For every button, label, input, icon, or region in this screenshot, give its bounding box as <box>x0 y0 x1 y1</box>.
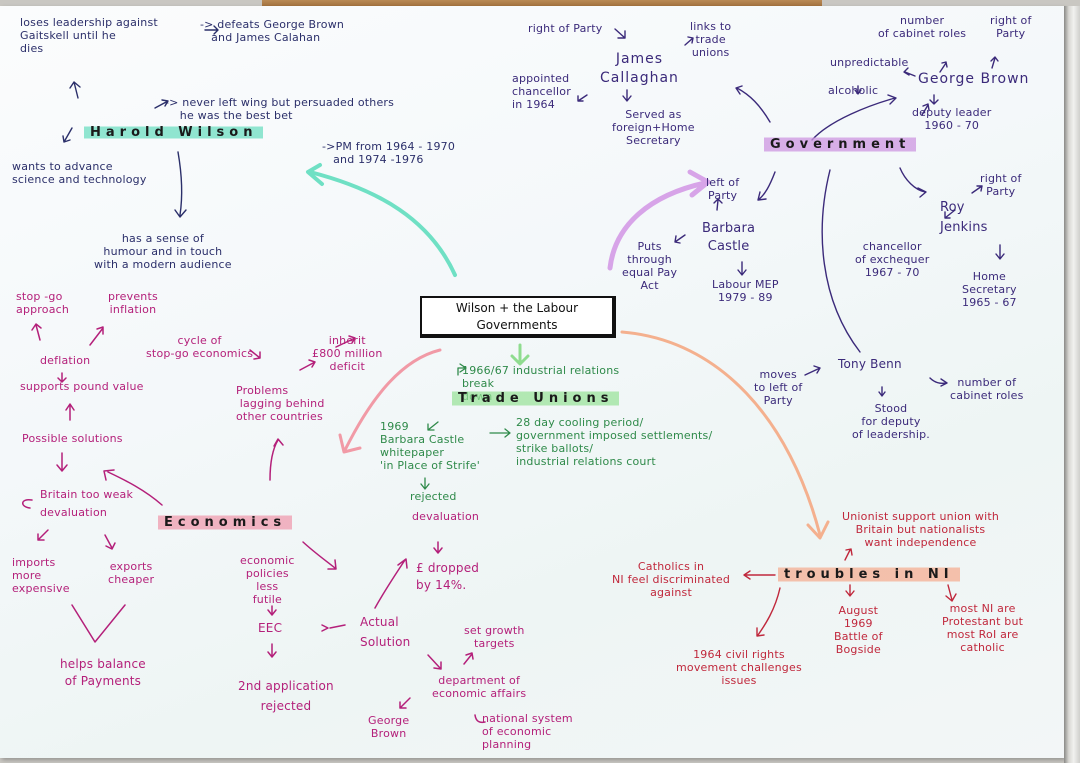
econ-national-planning: national system of economic planning <box>482 712 573 751</box>
econ-inherit-deficit: inherit £800 million deficit <box>312 334 383 373</box>
econ-devaluation-actual: devaluation <box>412 510 480 523</box>
brown-right-of-party: right of Party <box>990 14 1032 40</box>
econ-george-brown: George Brown <box>368 714 410 740</box>
jenkins-home-secretary-note: Home Secretary 1965 - 67 <box>962 270 1017 309</box>
wilson-never-left-wing-note: -> never left wing but persuaded others … <box>165 96 395 122</box>
economics-title: Economics <box>158 514 293 531</box>
wilson-science-note: wants to advance science and technology <box>12 160 147 186</box>
benn-moves-left: moves to left of Party <box>754 368 803 407</box>
george-brown-name: George Brown <box>918 71 1030 87</box>
ni-catholics-discriminated: Catholics in NI feel discriminated again… <box>612 560 731 599</box>
trade-unions-title: Trade Unions <box>452 390 620 407</box>
castle-equal-pay-act: Puts through equal Pay Act <box>622 240 678 292</box>
brown-deputy-leader: deputy leader 1960 - 70 <box>912 106 992 132</box>
wilson-defeats-note: -> defeats George Brown and James Calaha… <box>200 18 345 44</box>
castle-labour-mep: Labour MEP 1979 - 89 <box>712 278 779 304</box>
callaghan-trade-union-links: links to trade unions <box>690 20 732 59</box>
econ-imports-expensive: imports more expensive <box>12 556 70 595</box>
econ-pound-dropped: £ dropped by 14%. <box>416 561 480 592</box>
unions-measures-note: 28 day cooling period/ government impose… <box>516 416 713 468</box>
stacked-paper-edge <box>1064 6 1080 763</box>
econ-supports-pound: supports pound value <box>20 380 144 393</box>
troubles-ni-title: troubles in NI <box>778 566 960 583</box>
roy-jenkins-name: Roy Jenkins <box>940 200 988 235</box>
central-topic-line2: Governments <box>476 318 558 332</box>
brown-alcoholic: alcoholic <box>828 84 879 97</box>
desk-edge <box>262 0 822 10</box>
callaghan-served-note: Served as foreign+Home Secretary <box>612 108 695 147</box>
benn-stood-for-deputy: Stood for deputy of leadership. <box>852 402 930 441</box>
econ-actual-solution: Actual Solution <box>360 615 411 649</box>
callaghan-appointed-note: appointed chancellor in 1964 <box>512 72 571 111</box>
econ-department-economic-affairs: department of economic affairs <box>432 674 527 700</box>
central-topic-line1: Wilson + the Labour <box>455 301 579 315</box>
wilson-humour-note: has a sense of humour and in touch with … <box>94 232 232 271</box>
benn-cabinet-roles: number of cabinet roles <box>950 376 1024 402</box>
central-topic-box: Wilson + the Labour Governments <box>420 296 616 338</box>
unions-rejected-note: rejected <box>410 490 457 503</box>
ni-battle-of-bogside: August 1969 Battle of Bogside <box>834 604 883 656</box>
econ-cycle-stop-go: cycle of stop-go economics <box>146 334 254 360</box>
ni-protestant-catholic-note: most NI are Protestant but most RoI are … <box>942 602 1024 654</box>
castle-left-of-party: left of Party <box>706 176 740 202</box>
jenkins-right-of-party: right of Party <box>980 172 1022 198</box>
wilson-pm-dates-note: ->PM from 1964 - 1970 and 1974 -1976 <box>322 140 456 166</box>
econ-exports-cheaper: exports cheaper <box>108 560 155 586</box>
ni-civil-rights-1964: 1964 civil rights movement challenges is… <box>676 648 802 687</box>
ni-unionist-nationalist-note: Unionist support union with Britain but … <box>842 510 1000 549</box>
unions-white-paper-note: 1969 Barbara Castle whitepaper 'in Place… <box>380 420 480 472</box>
econ-deflation: deflation <box>40 354 91 367</box>
econ-eec-policies: economic policies less futile <box>240 554 295 606</box>
brown-cabinet-roles: number of cabinet roles <box>878 14 967 40</box>
econ-britain-too-weak: Britain too weak <box>40 488 134 501</box>
brown-unpredictable: unpredictable <box>830 56 909 69</box>
econ-second-application-rejected: 2nd application rejected <box>238 679 334 713</box>
jenkins-chancellor-note: chancellor of exchequer 1967 - 70 <box>855 240 930 279</box>
callaghan-right-of-party: right of Party <box>528 22 603 35</box>
econ-stop-go-approach: stop -go approach <box>16 290 70 316</box>
econ-possible-solutions: Possible solutions <box>22 432 123 445</box>
econ-problems: Problems lagging behind other countries <box>236 384 325 423</box>
barbara-castle-name: Barbara Castle <box>702 221 756 254</box>
econ-growth-targets: set growth targets <box>464 624 525 650</box>
econ-balance-of-payments: helps balance of Payments <box>60 657 146 688</box>
government-title: Government <box>764 136 917 153</box>
james-callaghan-name: James Callaghan <box>600 51 679 86</box>
tony-benn-name: Tony Benn <box>838 357 902 371</box>
wilson-loses-leadership-note: loses leadership against Gaitskell until… <box>20 16 158 55</box>
harold-wilson-title: Harold Wilson <box>84 124 264 141</box>
econ-devaluation-option: devaluation <box>40 506 108 519</box>
econ-eec: EEC <box>258 621 283 635</box>
econ-prevents-inflation: prevents inflation <box>108 290 158 316</box>
